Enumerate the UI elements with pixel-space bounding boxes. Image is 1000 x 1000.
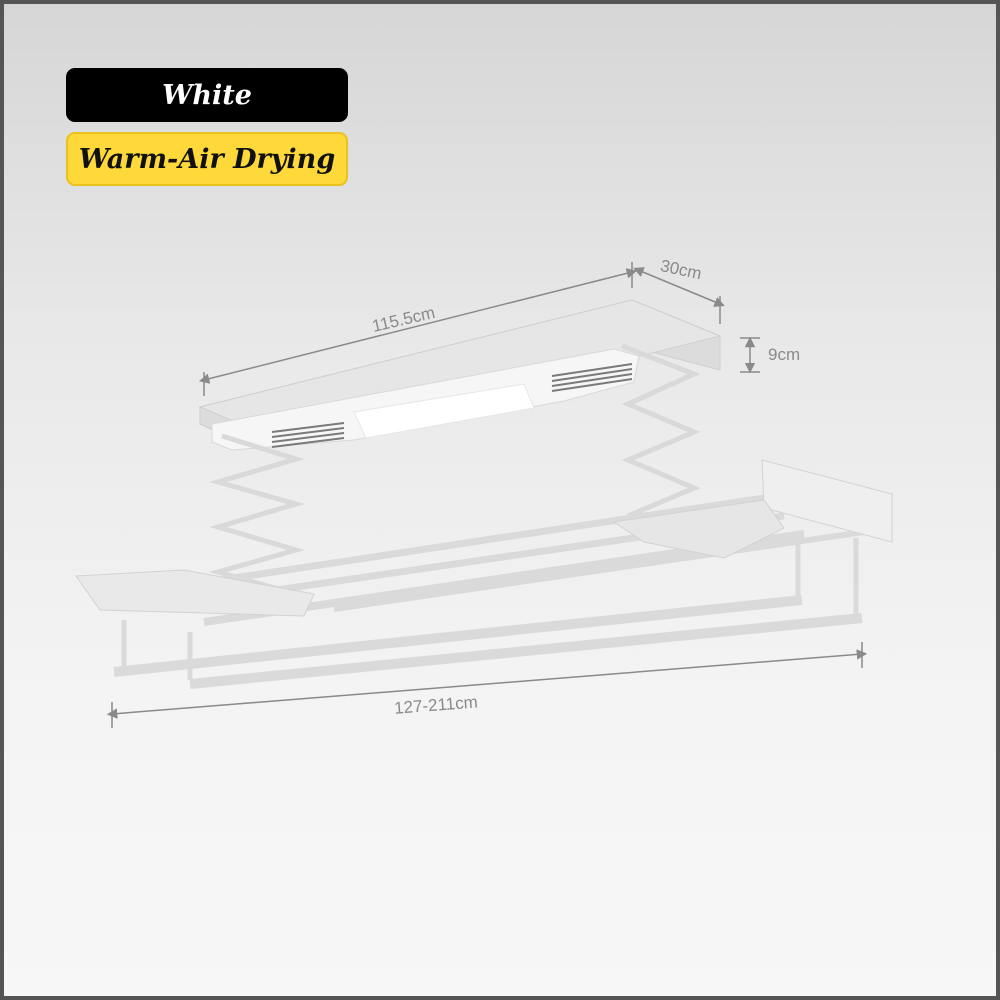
extension-label: 127-211cm	[393, 692, 478, 718]
length-label: 115.5cm	[370, 303, 437, 336]
scissor-lift-left	[208, 433, 306, 597]
feature-badge: Warm-Air Drying	[66, 132, 348, 186]
scissor-lift-right	[621, 343, 701, 519]
ceiling-unit	[198, 299, 722, 451]
drying-rack-illustration: 115.5cm 30cm 9cm 127-211cm	[75, 256, 893, 728]
height-label: 9cm	[768, 345, 800, 364]
hanger-tray-left	[75, 569, 315, 617]
color-badge: White	[66, 68, 348, 122]
vent-left	[271, 422, 345, 448]
light-panel	[353, 383, 535, 439]
depth-label: 30cm	[659, 256, 704, 283]
hanger-tray-right	[612, 499, 785, 559]
dimension-height: 9cm	[740, 336, 800, 374]
end-panel-right	[761, 459, 893, 543]
